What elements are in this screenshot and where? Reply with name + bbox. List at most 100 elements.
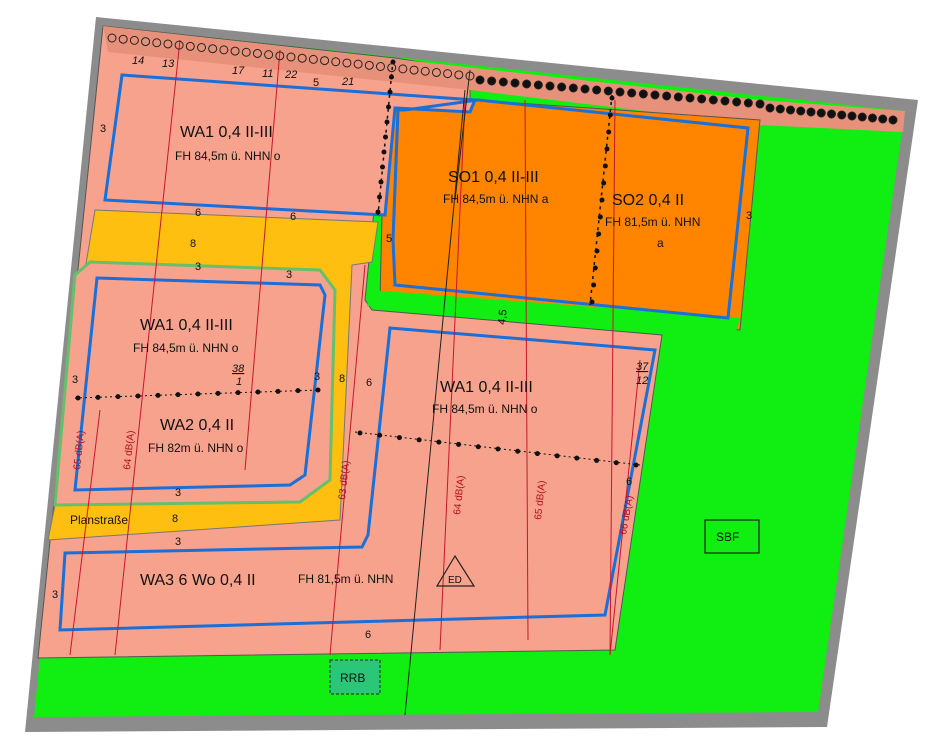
boundary-circle	[533, 80, 543, 90]
boundary-circle	[320, 56, 330, 66]
noise-65-left: 65 dB(A)	[72, 430, 87, 470]
boundary-circle	[685, 93, 695, 103]
boundary-circle	[420, 66, 430, 76]
boundary-circle	[431, 67, 441, 77]
boundary-circle	[185, 41, 195, 51]
boundary-circle	[398, 64, 408, 74]
dim-3b: 3	[195, 261, 201, 273]
dim-3h: 3	[52, 589, 58, 601]
so1-line2: FH 84,5m ü. NHN a	[443, 192, 549, 206]
boundary-circle	[650, 90, 660, 100]
boundary-circle	[353, 59, 363, 69]
ed-label: ED	[448, 575, 462, 586]
divider-dot	[357, 430, 363, 436]
divider-dot	[235, 390, 241, 396]
divider-dot	[609, 95, 615, 101]
parcel-38: 38	[232, 363, 245, 375]
boundary-circle	[208, 44, 218, 54]
wa1-left-line2: FH 84,5m ü. NHN o	[133, 341, 239, 355]
property-lines	[404, 69, 471, 716]
so2-line3: a	[657, 236, 664, 250]
dim-6d: 6	[365, 629, 371, 641]
divider-dot	[604, 146, 610, 152]
dim-3e: 3	[314, 371, 320, 383]
boundary-circle	[743, 98, 753, 108]
boundary-circle	[152, 38, 162, 48]
wa2-line2: FH 82m ü. NHN o	[148, 441, 244, 455]
noise-63: 63 dB(A)	[337, 460, 352, 500]
street-label: Planstraße	[70, 513, 128, 527]
dim-3f: 3	[175, 487, 181, 499]
boundary-circle	[545, 81, 555, 91]
parcel-37-sub: 12	[636, 375, 648, 387]
divider-dot	[295, 388, 301, 394]
divider-dot	[275, 388, 281, 394]
sbf-box	[704, 519, 760, 554]
divider-dot	[633, 462, 639, 468]
noise-64-left: 64 dB(A)	[122, 430, 137, 470]
so1-line1: SO1 0,4 II-III	[448, 169, 539, 186]
dim-5a: 5	[313, 77, 319, 89]
boundary-circle	[465, 71, 475, 81]
noise-65-right: 65 dB(A)	[533, 480, 548, 520]
dimension-labels: 3 5 6 6 8 3 3 3 3 8 6 3 8 3 3 6 6 5 4,5 …	[52, 77, 752, 641]
parcel-22: 22	[284, 69, 297, 81]
wa1-top-line1: WA1 0,4 II-III	[180, 124, 273, 141]
wa1-right-line2: FH 84,5m ü. NHN o	[432, 402, 538, 416]
ed-triangle	[435, 554, 476, 587]
divider-dot	[601, 180, 607, 186]
divider-dot	[315, 387, 321, 393]
boundary-circle	[241, 47, 251, 57]
parcel-38-sub: 1	[236, 376, 242, 388]
zone-so-outline	[391, 98, 750, 320]
divider-dot	[381, 149, 387, 155]
boundary-circle	[387, 63, 397, 73]
boundary-circle	[765, 103, 775, 113]
boundary-circle	[308, 54, 318, 64]
boundary-circle	[197, 43, 206, 52]
boundary-circle	[174, 40, 184, 50]
divider-dot	[384, 119, 390, 125]
boundary-circle	[615, 87, 625, 97]
divider-dot	[215, 390, 221, 396]
divider-dot	[378, 179, 384, 185]
boundary-circle	[878, 114, 888, 124]
boundary-circle	[755, 99, 765, 109]
divider-dot	[607, 112, 613, 118]
divider-dot	[155, 392, 161, 398]
boundary-circle	[510, 78, 520, 88]
divider-dot	[591, 282, 597, 288]
divider-dot	[594, 248, 600, 254]
wa2-line1: WA2 0,4 II	[160, 417, 234, 434]
boundary-circle	[796, 106, 806, 116]
boundary-circle	[888, 115, 898, 125]
boundary-circle	[697, 94, 707, 104]
boundary-circle	[107, 33, 117, 43]
sbf-label: SBF	[716, 530, 739, 544]
green-strip	[367, 290, 740, 332]
dim-3g: 3	[175, 536, 181, 548]
boundary-circle	[331, 57, 341, 67]
wa3-line2: FH 81,5m ü. NHN	[298, 572, 393, 586]
divider-dot	[475, 444, 481, 450]
divider-dot	[456, 441, 462, 447]
divider-dot	[416, 437, 422, 443]
boundary-circle	[603, 86, 613, 96]
divider-dot	[554, 453, 560, 459]
dim-8c: 8	[172, 513, 178, 525]
boundary-circle	[297, 53, 307, 63]
zone-wa1-right	[58, 326, 657, 632]
boundary-circle	[847, 111, 857, 121]
divider-dot	[396, 435, 402, 441]
dim-8b: 8	[339, 373, 345, 385]
wa1-right-line1: WA1 0,4 II-III	[440, 379, 533, 396]
boundary-circle	[454, 70, 464, 80]
divider-dot	[597, 214, 603, 220]
divider-dot	[380, 164, 385, 170]
boundary-circle	[409, 65, 419, 75]
dim-6a: 6	[195, 207, 201, 219]
boundary-circle	[662, 91, 672, 101]
dim-6e: 6	[626, 476, 632, 488]
boundary-circle	[342, 58, 352, 68]
